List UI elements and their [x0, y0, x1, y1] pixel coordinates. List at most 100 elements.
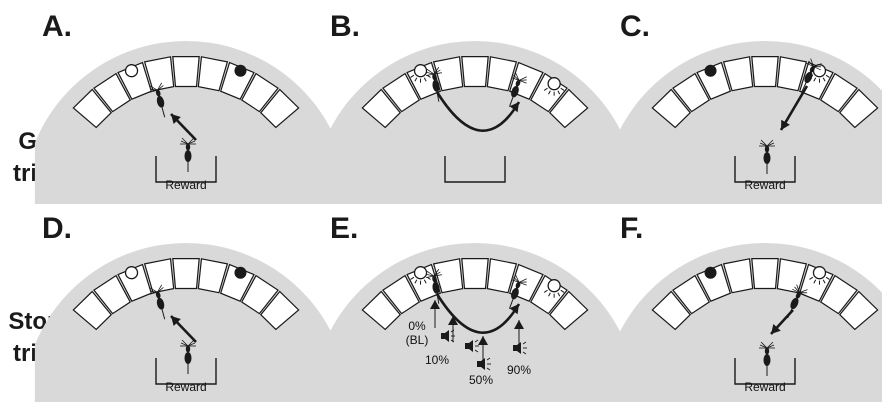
- nose-poke-port: [548, 290, 589, 331]
- nose-poke-port: [838, 88, 879, 129]
- rat-whisker: [759, 142, 768, 147]
- rat-body: [511, 85, 519, 98]
- nose-poke-port: [432, 258, 464, 294]
- open-light-icon: [124, 64, 139, 78]
- rat-right-port: [509, 72, 527, 107]
- rat-whisker: [157, 287, 164, 293]
- panel-letter-c: C.: [620, 10, 650, 43]
- rat-body: [432, 281, 440, 294]
- rat-at-right-port: [801, 58, 822, 93]
- light-ray: [548, 292, 551, 297]
- open-light-icon: [413, 64, 428, 78]
- speaker-icon: [477, 357, 491, 371]
- rat-head: [155, 89, 161, 97]
- nose-poke-port: [672, 72, 710, 113]
- light-ray: [410, 276, 415, 280]
- rat-whisker: [518, 79, 527, 84]
- rat-whisker: [799, 292, 808, 294]
- rat-whisker: [187, 137, 195, 145]
- rat-whisker: [433, 66, 440, 75]
- panel-f-diagram: Reward: [613, 243, 882, 402]
- rat-whisker: [180, 140, 189, 145]
- nose-poke-port: [259, 88, 300, 129]
- rat-body: [184, 150, 192, 162]
- rat-tail: [161, 107, 166, 118]
- rat-tail: [509, 299, 514, 309]
- rat-body: [184, 352, 192, 364]
- rat-whisker: [519, 281, 527, 283]
- reward-caption-c: Reward: [744, 178, 785, 192]
- curved-path-arrow: [435, 293, 521, 334]
- filled-light-icon: [234, 266, 247, 279]
- nose-poke-port: [259, 290, 300, 331]
- reward-tray: [734, 358, 796, 385]
- curved-path-arrow: [435, 91, 521, 132]
- rat-whisker: [157, 284, 163, 293]
- rat-head: [764, 347, 770, 355]
- panel-d-diagram: Reward: [34, 243, 338, 402]
- light-ray: [414, 77, 418, 82]
- rat-whisker: [157, 289, 166, 293]
- rat-whisker: [181, 339, 189, 347]
- rat-whisker: [519, 79, 527, 81]
- rat-body: [432, 79, 440, 92]
- rat-whisker: [149, 290, 158, 293]
- tone-label-0: 0%: [408, 319, 426, 333]
- rat-whisker: [796, 284, 800, 293]
- nose-poke-port: [172, 55, 200, 88]
- rat-whisker: [433, 72, 442, 75]
- light-ray: [825, 276, 830, 280]
- nose-poke-port: [241, 274, 279, 315]
- rat-whisker: [511, 77, 520, 81]
- rat-in-tray: [180, 339, 196, 374]
- rat-whisker: [433, 271, 441, 277]
- arrowhead: [509, 102, 519, 113]
- nose-poke-port: [172, 257, 200, 290]
- reward-tray: [734, 156, 796, 183]
- rat-whisker: [187, 140, 196, 145]
- rat-whisker: [515, 72, 520, 81]
- light-ray: [414, 279, 418, 284]
- rat-whisker: [180, 342, 189, 347]
- rat-body: [156, 95, 165, 108]
- rat-at-port: [149, 82, 166, 118]
- rat-whisker: [766, 142, 775, 147]
- rat-whisker: [187, 342, 196, 347]
- panel-letter-b: B.: [330, 10, 360, 43]
- nose-poke-port: [197, 258, 229, 294]
- nose-poke-port: [486, 258, 518, 294]
- panel-letter-a: A.: [42, 10, 72, 43]
- rat-whisker: [157, 82, 163, 91]
- rat-head: [515, 79, 521, 87]
- rat-whisker: [426, 270, 435, 277]
- light-ray: [410, 74, 415, 78]
- arrowhead: [478, 336, 488, 345]
- nose-poke-port: [382, 274, 420, 315]
- light-ray: [560, 87, 565, 91]
- rat-whisker: [187, 339, 195, 347]
- rat-head: [185, 143, 191, 151]
- arrowhead: [430, 300, 440, 309]
- rat-stopping: [787, 284, 808, 319]
- rat-whisker: [426, 275, 435, 278]
- nose-poke-port: [722, 258, 754, 294]
- rat-whisker: [810, 58, 814, 67]
- rat-whisker: [515, 274, 520, 283]
- rat-head: [432, 275, 437, 283]
- tone-label-10: 10%: [425, 353, 449, 367]
- rat-head: [185, 345, 191, 353]
- rat-left-port: [426, 66, 442, 102]
- rat-right-port: [509, 274, 527, 309]
- rat-at-port: [149, 284, 166, 320]
- open-light-icon: [547, 77, 561, 91]
- rat-whisker: [426, 68, 435, 75]
- reward-caption-a: Reward: [165, 178, 206, 192]
- tone-label-bl: (BL): [406, 333, 429, 347]
- rat-whisker: [511, 279, 520, 283]
- rat-body: [790, 297, 799, 310]
- rat-whisker: [760, 139, 768, 147]
- rat-body: [804, 71, 813, 84]
- filled-light-icon: [234, 64, 247, 77]
- rat-in-tray: [759, 139, 775, 174]
- tone-label-90: 90%: [507, 363, 531, 377]
